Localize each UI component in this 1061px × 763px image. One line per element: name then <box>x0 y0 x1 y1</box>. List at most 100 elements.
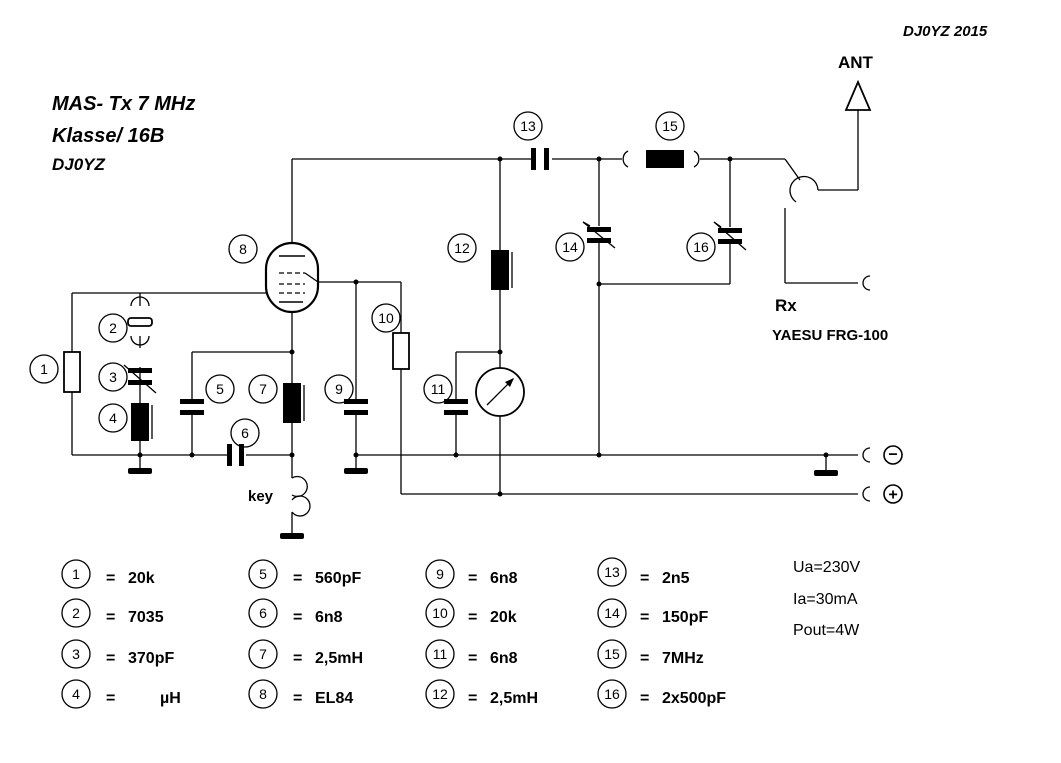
component-number: 13 <box>520 118 536 134</box>
part-eq: = <box>293 609 302 626</box>
capacitor-6 <box>227 444 244 466</box>
rx-label: Rx <box>775 296 797 315</box>
trimmer-capacitor-16 <box>713 221 747 251</box>
part-number: 11 <box>433 646 448 662</box>
part-value: 370pF <box>128 650 174 667</box>
component-number: 11 <box>431 381 446 397</box>
component-number: 3 <box>109 369 117 385</box>
part-number: 14 <box>604 605 620 621</box>
component-number: 5 <box>216 381 224 397</box>
component-number: 2 <box>109 320 117 336</box>
part-value: 560pF <box>315 570 361 587</box>
ground-symbol <box>344 468 368 474</box>
inductor-4 <box>131 403 153 441</box>
capacitor-11 <box>444 399 468 415</box>
key-label: key <box>248 488 274 505</box>
specs: Ua=230V Ia=30mA Pout=4W <box>793 559 860 639</box>
part-value: 6n8 <box>490 570 518 587</box>
ground-symbol <box>814 470 838 476</box>
component-number: 8 <box>239 241 247 257</box>
component-number: 10 <box>378 310 394 326</box>
key-contact <box>280 475 311 539</box>
component-number: 6 <box>241 425 249 441</box>
capacitor-5 <box>180 399 204 415</box>
crystal-2 <box>127 296 153 346</box>
title-line3: DJ0YZ <box>52 155 106 174</box>
part-number: 6 <box>259 605 267 621</box>
part-number: 16 <box>604 686 620 702</box>
crystal-15 <box>622 150 700 168</box>
minus-terminal-icon <box>883 445 903 465</box>
component-number: 16 <box>693 239 709 255</box>
component-number: 12 <box>454 240 470 256</box>
variable-capacitor-3 <box>123 364 157 394</box>
component-number: 4 <box>109 410 117 426</box>
part-eq: = <box>640 690 649 707</box>
tube-el84 <box>264 241 320 314</box>
part-value: 7035 <box>128 609 164 626</box>
part-eq: = <box>293 690 302 707</box>
part-eq: = <box>468 570 477 587</box>
component-number: 1 <box>40 361 48 377</box>
component-number: 14 <box>562 239 578 255</box>
part-value: EL84 <box>315 690 353 707</box>
capacitor-9 <box>344 399 368 415</box>
antenna-label: ANT <box>838 53 874 72</box>
part-value: 2x500pF <box>662 690 726 707</box>
spec-pout: Pout=4W <box>793 622 860 639</box>
part-eq: = <box>640 609 649 626</box>
part-number: 12 <box>432 686 448 702</box>
capacitor-13 <box>531 148 549 170</box>
part-eq: = <box>640 650 649 667</box>
ammeter <box>475 367 525 417</box>
part-number: 8 <box>259 686 267 702</box>
title-line2: Klasse/ 16B <box>52 125 164 147</box>
part-eq: = <box>106 650 115 667</box>
part-number: 9 <box>436 566 444 582</box>
ground-symbol <box>128 468 152 474</box>
part-value: 6n8 <box>490 650 518 667</box>
part-value: 2n5 <box>662 570 690 587</box>
trimmer-capacitor-14 <box>582 221 616 249</box>
parts-list: 1 = 20k 2 = 7035 3 = 370pF 4 = µH 5 = 56… <box>61 557 726 709</box>
part-eq: = <box>640 570 649 587</box>
title-line1: MAS- Tx 7 MHz <box>52 93 195 115</box>
part-value: 2,5mH <box>315 650 363 667</box>
part-value: 6n8 <box>315 609 343 626</box>
part-eq: = <box>468 609 477 626</box>
plus-terminal-icon <box>883 484 903 504</box>
part-number: 15 <box>604 646 620 662</box>
part-number: 1 <box>72 566 80 582</box>
author-year: DJ0YZ 2015 <box>903 23 988 40</box>
resistor-1 <box>63 351 81 393</box>
part-eq: = <box>468 690 477 707</box>
part-number: 13 <box>604 564 620 580</box>
resistor-10 <box>392 332 410 370</box>
wiring <box>71 110 859 533</box>
part-number: 4 <box>72 686 80 702</box>
part-number: 7 <box>259 646 267 662</box>
part-eq: = <box>106 570 115 587</box>
part-value: 20k <box>128 570 155 587</box>
component-number: 9 <box>335 381 343 397</box>
part-value: 20k <box>490 609 517 626</box>
part-value: 2,5mH <box>490 690 538 707</box>
part-number: 10 <box>432 605 448 621</box>
relay-switch <box>789 175 819 203</box>
component-number-labels: 1 2 3 4 5 6 7 8 9 10 11 12 13 14 15 16 <box>29 111 716 448</box>
antenna-icon <box>844 79 872 111</box>
part-eq: = <box>106 690 115 707</box>
part-number: 3 <box>72 646 80 662</box>
part-value: µH <box>160 690 181 707</box>
part-value: 150pF <box>662 609 708 626</box>
component-number: 7 <box>259 381 267 397</box>
part-eq: = <box>468 650 477 667</box>
part-number: 2 <box>72 605 80 621</box>
minus-symbol: − <box>888 447 897 464</box>
part-eq: = <box>293 650 302 667</box>
spec-ua: Ua=230V <box>793 559 860 576</box>
component-number: 15 <box>662 118 678 134</box>
part-eq: = <box>106 609 115 626</box>
spec-ia: Ia=30mA <box>793 591 858 608</box>
inductor-7 <box>283 383 305 423</box>
